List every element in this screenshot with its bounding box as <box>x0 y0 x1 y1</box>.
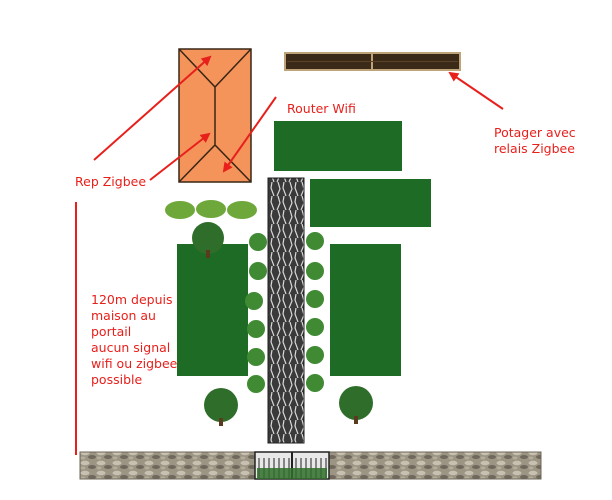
shrub-icon <box>165 200 257 219</box>
lawn-left <box>177 244 248 376</box>
lawn-right <box>330 244 401 376</box>
potager-label: Potager avec relais Zigbee <box>494 125 576 156</box>
annotation-arrows <box>75 55 504 455</box>
house-roof-icon <box>178 48 252 183</box>
lawn-top <box>274 121 402 171</box>
gate-icon <box>254 451 330 480</box>
router-wifi-label: Router Wifi <box>287 101 356 116</box>
tree-icon <box>192 222 373 426</box>
rep-zigbee-label: Rep Zigbee <box>75 174 147 189</box>
tree-row <box>245 232 324 393</box>
garden-path <box>267 177 305 444</box>
stone-wall-icon <box>79 451 542 480</box>
garden-planter-icon <box>284 52 461 71</box>
distance-note-label: 120m depuis maison au portail aucun sign… <box>91 292 178 387</box>
lawn-middle <box>310 179 431 227</box>
